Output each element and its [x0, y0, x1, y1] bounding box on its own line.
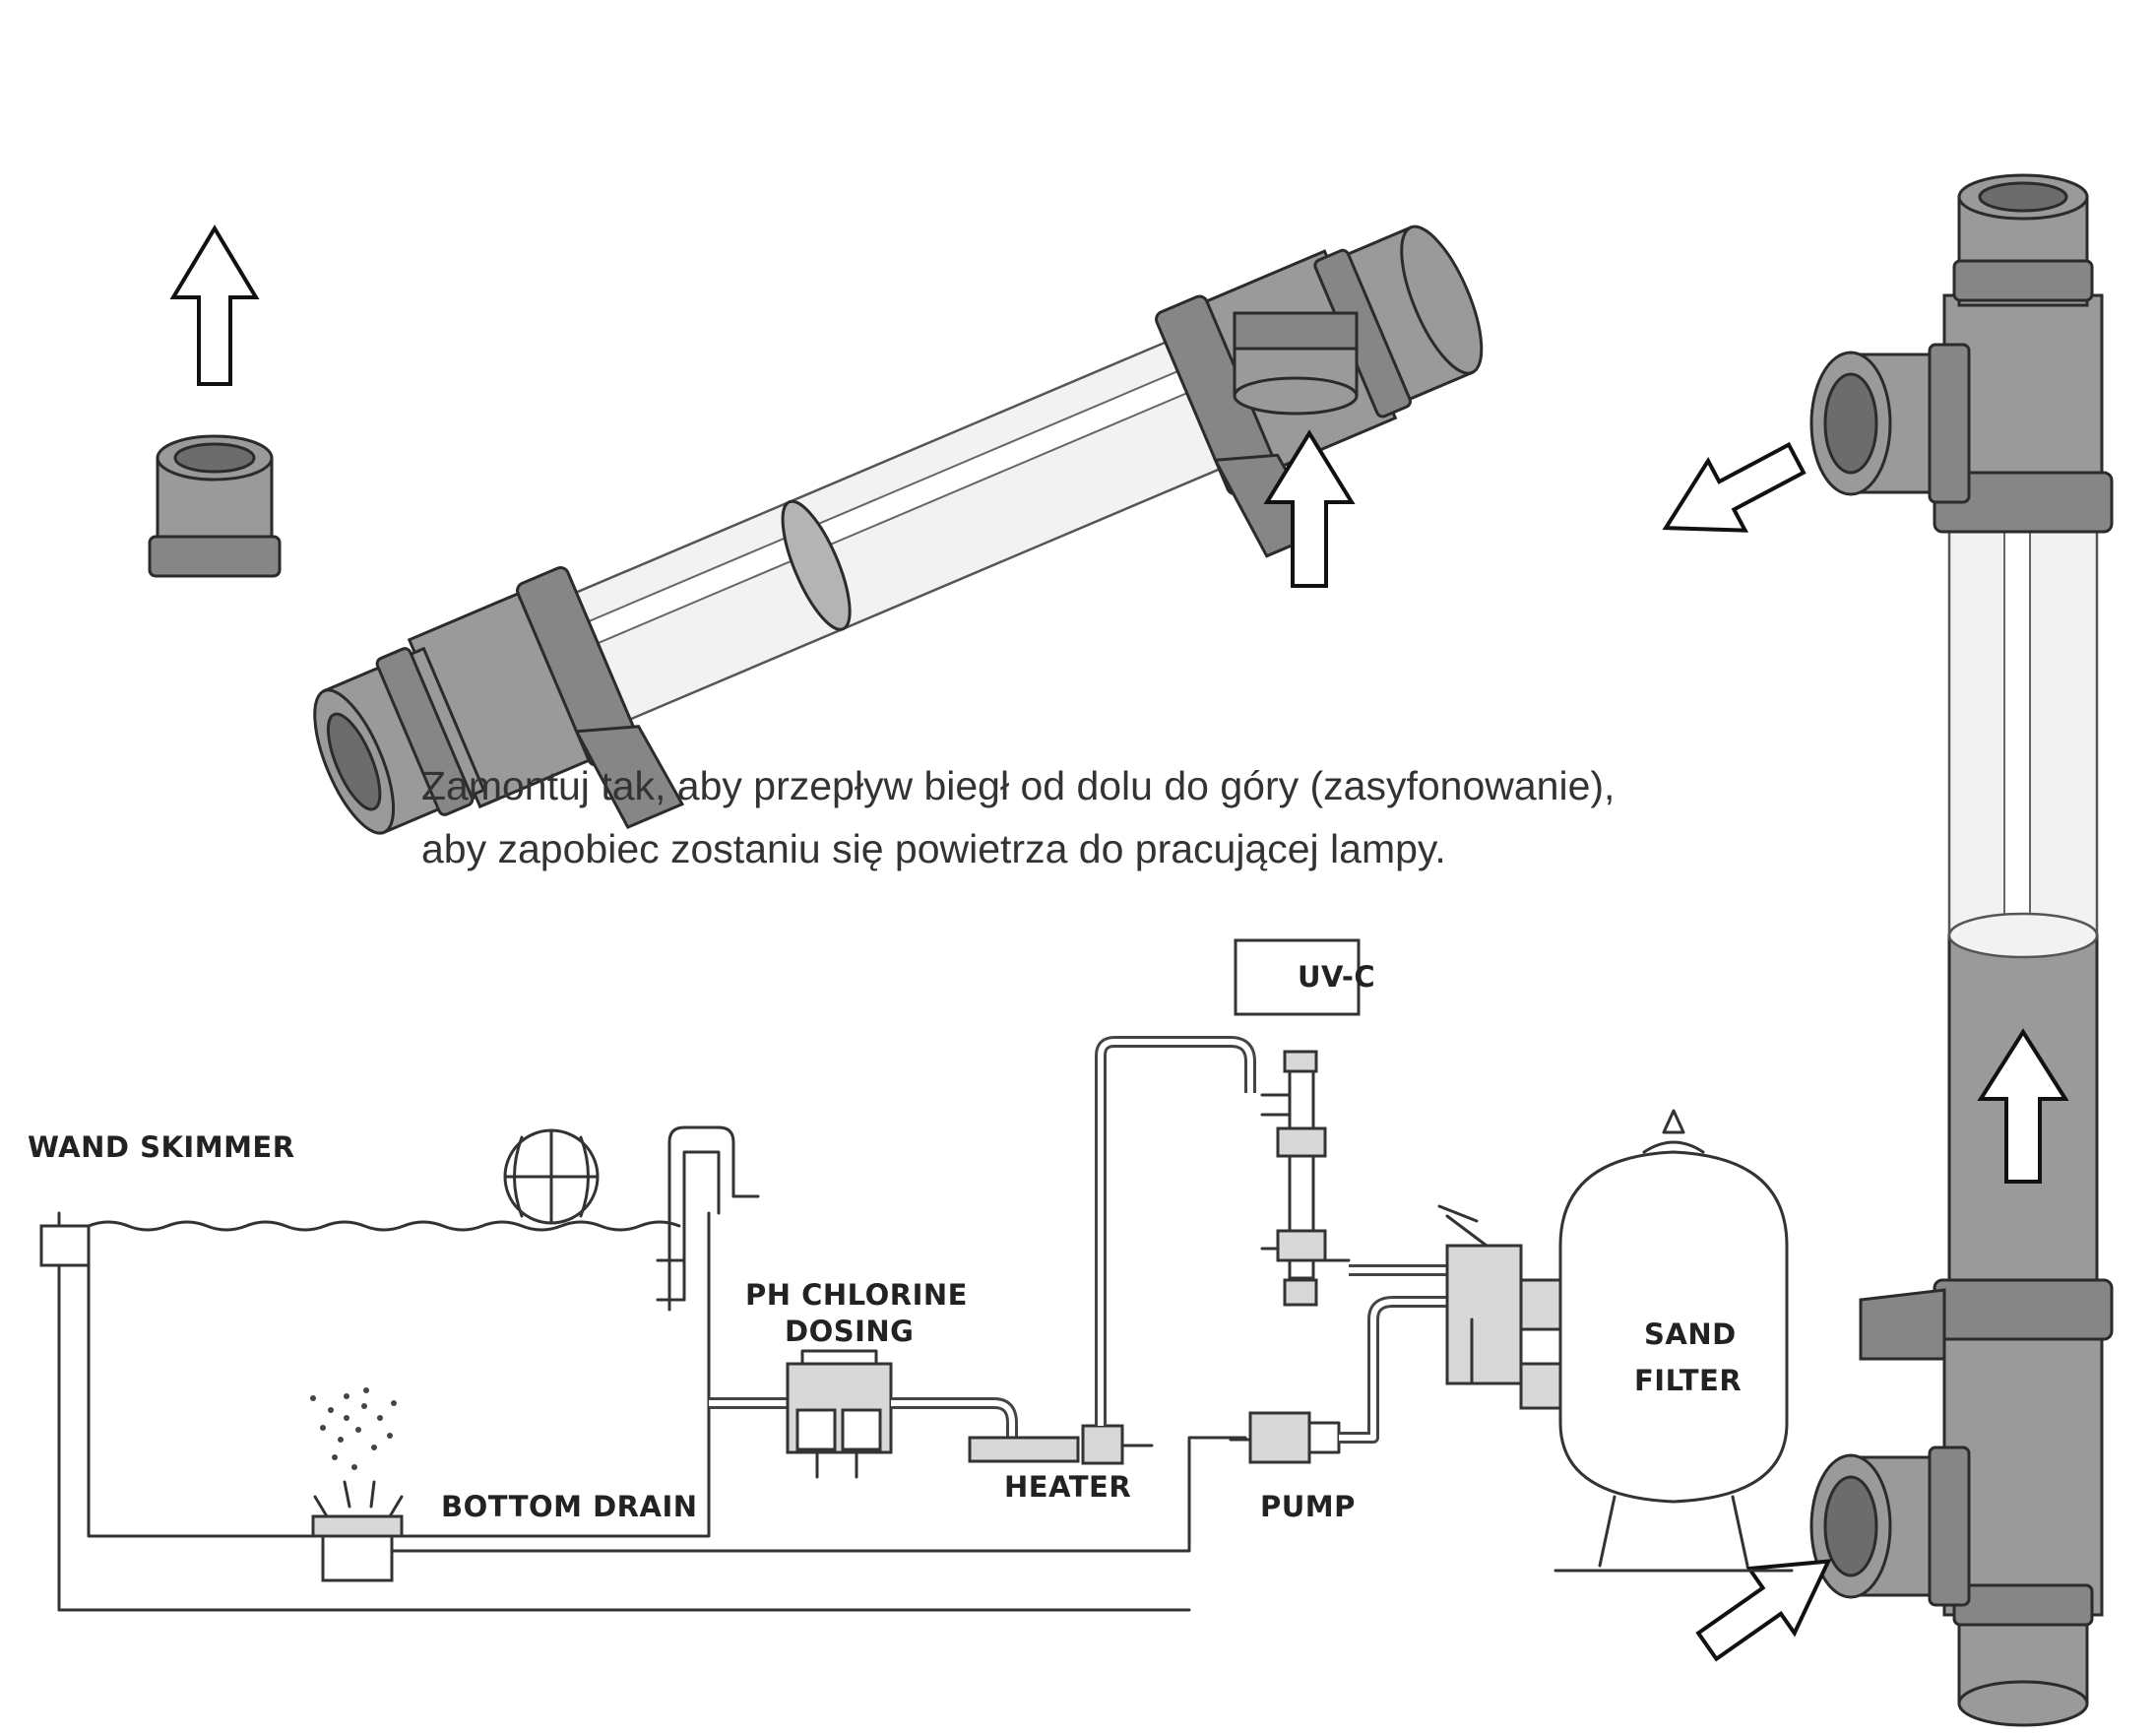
bottom-clamp-ring [1933, 1278, 2114, 1341]
top-end-nut [1952, 259, 2094, 302]
arrow-in-right [1695, 1559, 1832, 1662]
glass-opening [781, 499, 852, 631]
pool-ball [503, 1128, 600, 1225]
drain-return-line [390, 1436, 1247, 1553]
bottom-drain-spray [310, 1387, 397, 1470]
horizontal-uv-lamp [148, 225, 1484, 835]
bottom-side-nut [1928, 1446, 1971, 1607]
left-end-nut [375, 647, 475, 816]
arrow-up-left [169, 225, 260, 386]
label-bottom-drain: BOTTOM DRAIN [441, 1490, 698, 1523]
arrow-up-inlet [1263, 429, 1356, 588]
left-end-bore [326, 712, 382, 811]
bottom-end-face [1957, 1680, 2089, 1727]
label-sand: SAND [1644, 1317, 1737, 1351]
vertical-uv-lamp [1809, 173, 2114, 1727]
label-uvc: UV-C [1298, 960, 1375, 994]
instruction-line-2: aby zapobiec zostaniu się powietrza do p… [421, 826, 1446, 871]
right-end-face [1400, 225, 1484, 375]
wand-skimmer-pipe-inner [682, 1150, 721, 1302]
top-end-bore [1978, 181, 2068, 213]
ph-chlorine-dosing-unit [786, 1349, 893, 1479]
left-up-port [148, 434, 282, 578]
pump-to-valve-line [1339, 1296, 1447, 1444]
label-ph-chlorine: PH CHLORINE [745, 1278, 968, 1312]
right-down-port [1233, 311, 1359, 416]
arrow-out-left [1662, 441, 1807, 533]
uvc-label-box [1234, 938, 1361, 1016]
label-wand-skimmer: WAND SKIMMER [28, 1130, 295, 1164]
wand-skimmer-pipe [667, 1125, 760, 1312]
label-pump: PUMP [1260, 1490, 1356, 1523]
instruction-line-1: Zamontuj tak, aby przepływ biegł od dolu… [421, 763, 1615, 808]
bottom-side-bore [1823, 1475, 1878, 1577]
pool-schematic: WAND SKIMMER PH CHLORINE DOSING BOTTOM D… [28, 938, 1794, 1612]
water-surface [87, 1220, 681, 1232]
top-side-nut [1928, 343, 1971, 504]
bottom-drain [311, 1436, 1247, 1582]
pool-outer-wall [57, 1211, 1191, 1612]
vertical-glass-opening [1947, 912, 2099, 959]
top-side-bore [1823, 372, 1878, 475]
label-dosing: DOSING [785, 1315, 914, 1348]
small-uvc-lamp [1260, 1050, 1351, 1307]
flow-arrows [169, 225, 2069, 1662]
bottom-support-foot [1859, 1288, 1946, 1361]
label-filter: FILTER [1634, 1364, 1742, 1397]
vertical-uv-lamp-tube [2003, 531, 2031, 966]
arrow-up-vertical [1977, 1028, 2069, 1184]
wand-skimmer-clips [656, 1258, 686, 1302]
pump-unit [1229, 1411, 1341, 1464]
label-heater: HEATER [1004, 1470, 1131, 1504]
bottom-end-nut [1952, 1583, 2094, 1627]
heater-unit [968, 1424, 1154, 1465]
heater-to-uvc-line [1095, 1036, 1256, 1426]
left-support-foot [574, 725, 685, 830]
pool-basin [87, 1211, 711, 1538]
sand-filter [1437, 1109, 1794, 1573]
wand-skimmer-inlet [39, 1224, 91, 1267]
